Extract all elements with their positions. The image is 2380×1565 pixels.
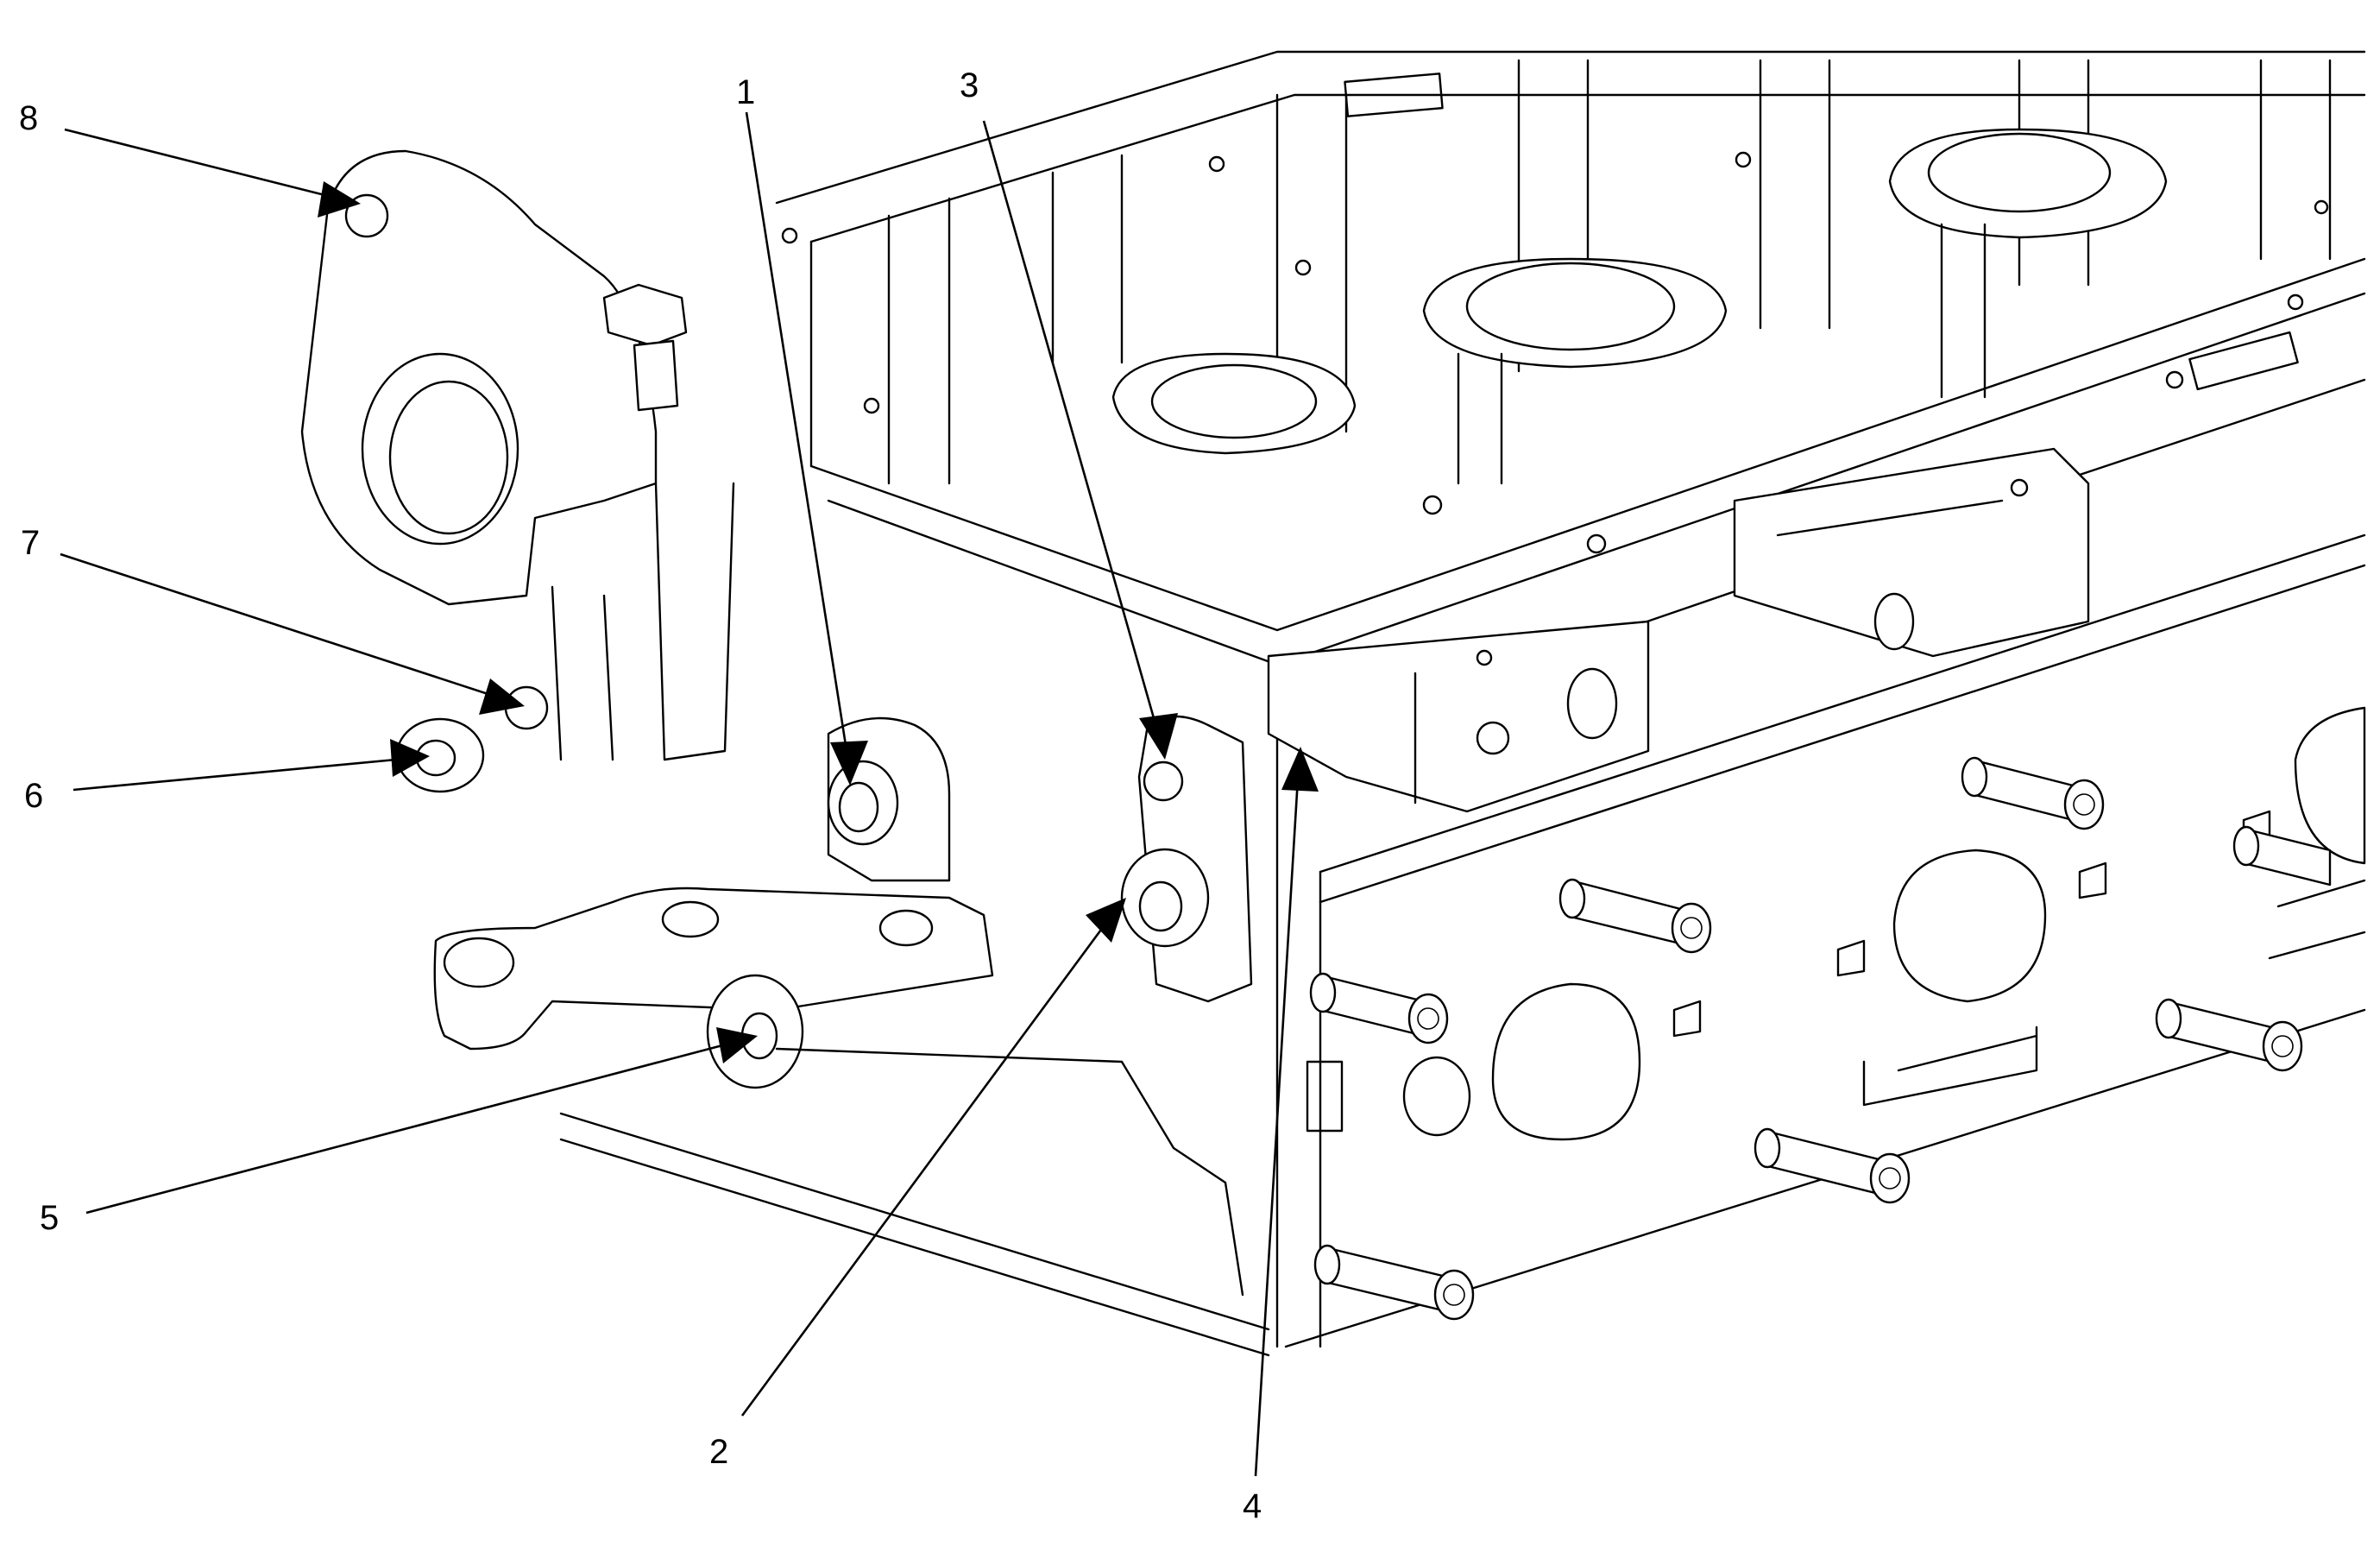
leader-line-1 [745,111,852,773]
leader-line-2 [740,912,1115,1417]
arrowhead-2 [1086,898,1126,943]
arrowhead-6 [390,739,430,777]
callout-number-4: 4 [1243,1487,1262,1525]
arrowhead-5 [716,1027,758,1063]
callout-number-8: 8 [19,99,38,137]
leader-line-7 [60,552,510,703]
arrowhead-1 [830,741,868,786]
callout-number-3: 3 [960,66,979,104]
bolt-stud [2232,825,2332,887]
leader-line-6 [72,756,415,792]
callout-number-2: 2 [709,1433,728,1471]
bolt-stud [1313,1244,1475,1321]
bolt-stud [1754,1127,1911,1204]
callout-number-6: 6 [24,777,43,815]
callout-number-7: 7 [21,524,40,562]
bolt-stud [2155,998,2303,1072]
bolt-stud [1961,756,2105,830]
bolt-stud [1558,878,1712,954]
leader-line-4 [1254,763,1300,1477]
arrowhead-8 [318,181,361,218]
callout-number-5: 5 [40,1199,59,1237]
arrowhead-3 [1139,713,1178,760]
arrowhead-4 [1281,747,1319,792]
bolt-stud [1309,972,1449,1044]
cam-cap-bolts [1309,756,2332,1321]
cylinder-head-illustration [775,50,2366,1348]
arrowhead-7 [479,678,525,715]
callout-number-1: 1 [736,73,755,111]
leader-line-5 [85,1038,743,1215]
callout-labels: 1 2 3 4 5 6 7 8 [19,66,1262,1525]
leader-line-8 [64,128,346,202]
callout-leaders [60,111,1319,1477]
front-bracket-assembly [300,149,1270,1357]
leader-line-3 [982,120,1162,743]
